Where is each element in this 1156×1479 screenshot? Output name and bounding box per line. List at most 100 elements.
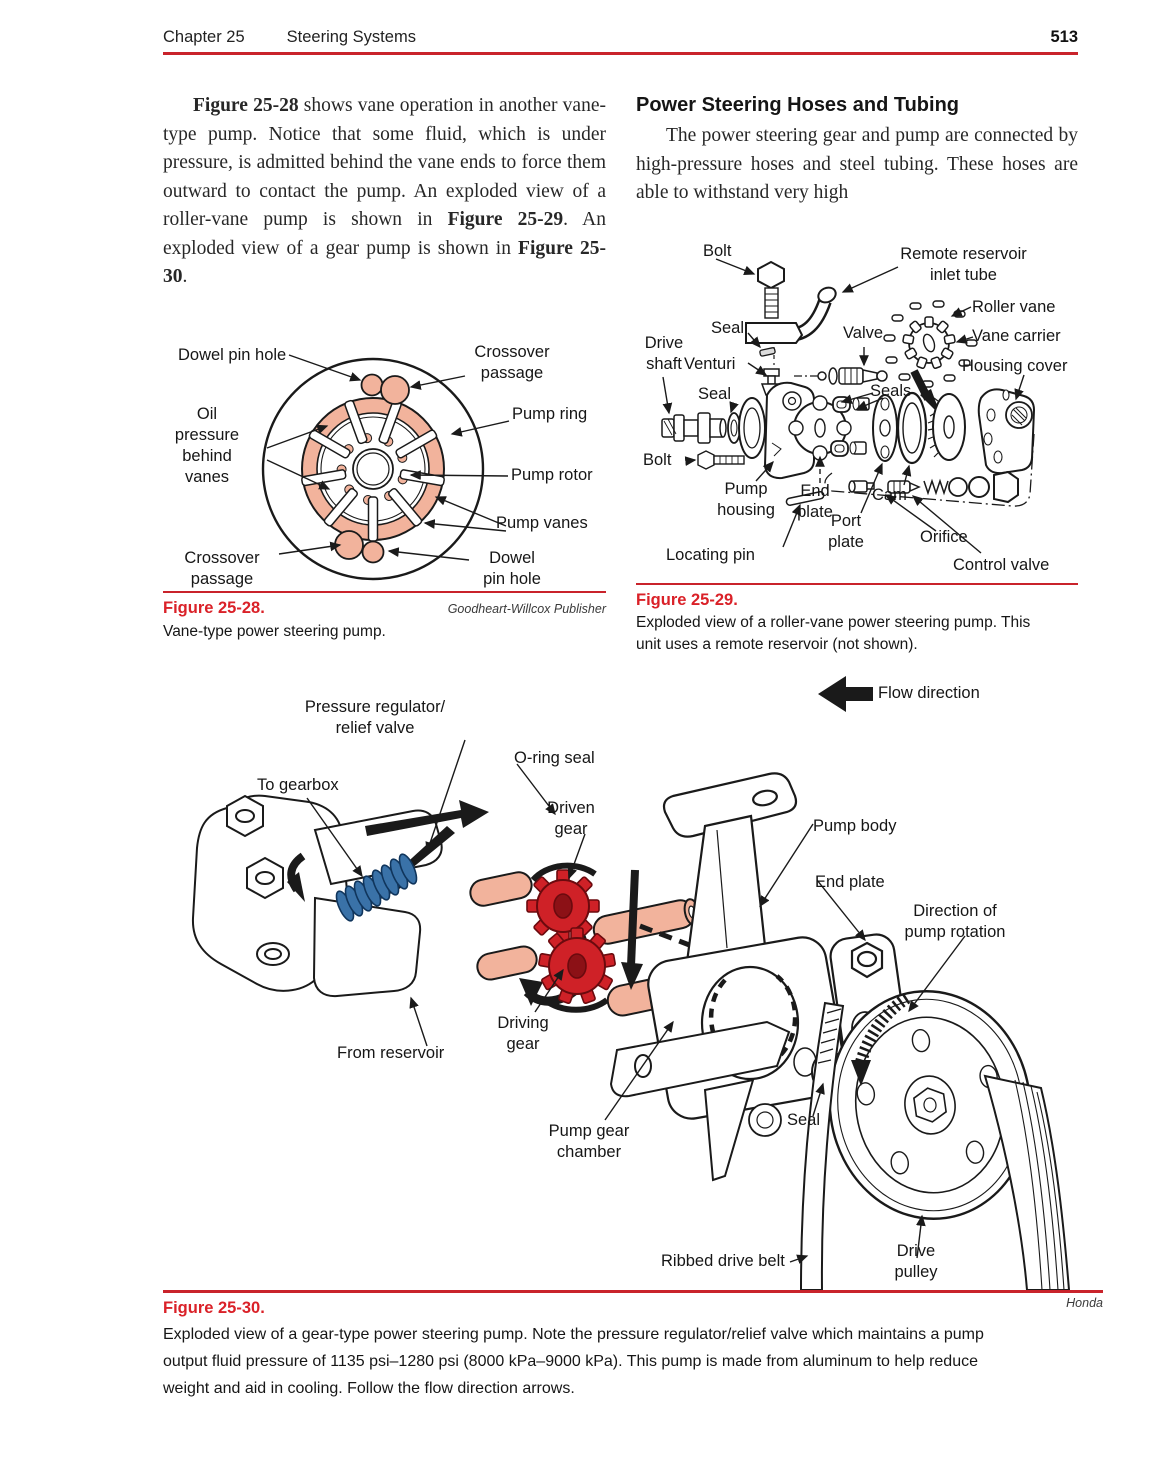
figure-25-28-ref: Figure 25-28 <box>193 95 299 116</box>
label-driving-gear: Driving gear <box>497 1014 549 1053</box>
pump-vanes-group <box>301 399 445 542</box>
figure-25-30-ref: Figure 25-30 <box>163 237 606 288</box>
pressure-regulator-spring <box>335 853 418 922</box>
label-end-plate: End plate <box>797 482 833 521</box>
label-pump-housing: Pump housing <box>717 480 775 519</box>
page-number: 513 <box>1050 28 1078 46</box>
label-housing-cover: Housing cover <box>962 357 1068 375</box>
driving-gear-part <box>538 927 616 1004</box>
fig30-caption: Exploded view of a gear-type power steer… <box>163 1326 984 1397</box>
label-cam: Cam <box>872 486 907 504</box>
label-pump-gear-chamber: Pump gear chamber <box>548 1122 630 1161</box>
fig28-credit: Goodheart-Willcox Publisher <box>447 602 606 616</box>
pump-ring-outer <box>261 357 485 581</box>
label-seals: Seals <box>870 382 912 400</box>
shaft-seal-part <box>727 397 766 459</box>
gear-pump-diagram <box>191 676 1071 1290</box>
dowel-pin-hole-bottom <box>361 540 385 564</box>
fig29-rule <box>636 583 1078 585</box>
pump-housing-part <box>763 381 815 480</box>
fig28-caption: Vane-type power steering pump. <box>163 623 386 640</box>
label-port-plate: Port plate <box>828 512 864 551</box>
pump-ring-inner <box>301 397 445 541</box>
intro-paragraph: Figure 25-28 shows vane operation in ano… <box>163 95 606 288</box>
label-crossover-passage-top: Crossover passage <box>474 343 550 382</box>
fig30-rule <box>163 1290 1103 1293</box>
label-venturi: Venturi <box>684 355 736 373</box>
fig30-credit: Honda <box>1066 1296 1103 1310</box>
label-valve: Valve <box>843 324 884 342</box>
port-plate-part <box>872 394 898 462</box>
label-oil-pressure: Oil pressure behind vanes <box>174 405 240 486</box>
label-dowel-pin-hole-top: Dowel pin hole <box>178 346 287 364</box>
drive-pulley-part <box>828 990 1032 1220</box>
housing-cover-part <box>977 388 1036 475</box>
seal-rings <box>793 1047 843 1092</box>
label-dowel-pin-hole-bottom: Dowel pin hole <box>483 549 541 588</box>
label-direction-rotation: Direction of pump rotation <box>904 902 1006 941</box>
label-to-gearbox: To gearbox <box>257 776 339 794</box>
end-plate-part <box>829 933 909 1069</box>
dowel-pin-hole-top <box>360 373 384 397</box>
header-rule <box>163 52 1078 55</box>
label-pump-vanes: Pump vanes <box>496 514 588 532</box>
label-pump-body: Pump body <box>813 817 897 835</box>
rotor-part <box>927 393 966 461</box>
driven-gear-part <box>526 869 600 943</box>
venturi-part <box>760 368 787 396</box>
crossover-passage-top <box>380 375 410 405</box>
label-orifice: Orifice <box>920 528 968 546</box>
chapter-label: Chapter 25 <box>163 28 245 46</box>
fig29-number: Figure 25-29. <box>636 591 738 609</box>
fig28-rule <box>163 591 606 593</box>
section-label: Steering Systems <box>286 28 416 46</box>
label-pump-ring: Pump ring <box>512 405 588 423</box>
control-valve-boundary <box>824 433 1035 507</box>
page-header: Chapter 25 Steering Systems 513 <box>163 28 1078 47</box>
rotor-hub <box>352 448 394 490</box>
label-end-plate-30: End plate <box>815 873 885 891</box>
label-bolt-top: Bolt <box>703 242 732 260</box>
label-pump-rotor: Pump rotor <box>511 466 593 484</box>
flow-direction-arrow <box>818 676 873 712</box>
label-ribbed-belt: Ribbed drive belt <box>661 1252 785 1270</box>
label-pressure-regulator: Pressure regulator/ relief valve <box>304 698 446 737</box>
label-drive-pulley: Drive pulley <box>894 1242 938 1281</box>
section-paragraph: The power steering gear and pump are con… <box>636 125 1078 203</box>
label-roller-vane: Roller vane <box>972 298 1056 316</box>
gear-shafts <box>469 871 715 1017</box>
end-plate-part <box>788 395 852 461</box>
crossover-passage-bottom <box>334 530 364 560</box>
label-seal-left: Seal <box>698 385 732 403</box>
label-driven-gear: Driven gear <box>547 799 595 838</box>
label-seal-30: Seal <box>787 1111 821 1129</box>
reservoir-inlet-tube <box>745 286 837 365</box>
label-from-reservoir: From reservoir <box>337 1044 445 1062</box>
label-locating-pin: Locating pin <box>666 546 755 564</box>
fig30-number: Figure 25-30. <box>163 1299 265 1317</box>
section-heading: Power Steering Hoses and Tubing <box>636 94 960 116</box>
figure-25-29-ref: Figure 25-29 <box>447 209 564 230</box>
cam-part <box>896 391 928 465</box>
gear-rotation-arrows <box>530 862 643 1013</box>
label-flow-direction: Flow direction <box>878 684 980 702</box>
drive-shaft-part <box>661 412 727 444</box>
label-control-valve: Control valve <box>953 556 1050 574</box>
fig29-caption: Exploded view of a roller-vane power ste… <box>636 614 1031 653</box>
seal-top-part <box>759 347 776 357</box>
label-seal-top: Seal <box>711 319 745 337</box>
label-crossover-passage-bottom: Crossover passage <box>184 549 260 588</box>
label-drive-shaft: Drive shaft <box>644 334 684 373</box>
leader-lines <box>266 354 510 561</box>
pump-rotation-arrow <box>851 992 911 1086</box>
bolt-top <box>757 260 785 319</box>
axis-dashed-arrows <box>639 923 994 1063</box>
bolt-left-part <box>697 450 745 470</box>
dowel-and-crossover-holes <box>334 373 410 564</box>
label-bolt-left: Bolt <box>643 451 672 469</box>
exploded-arrow <box>910 369 941 416</box>
seals-parts <box>830 396 870 457</box>
pump-cover-casting <box>191 794 443 998</box>
label-vane-carrier: Vane carrier <box>972 327 1061 345</box>
